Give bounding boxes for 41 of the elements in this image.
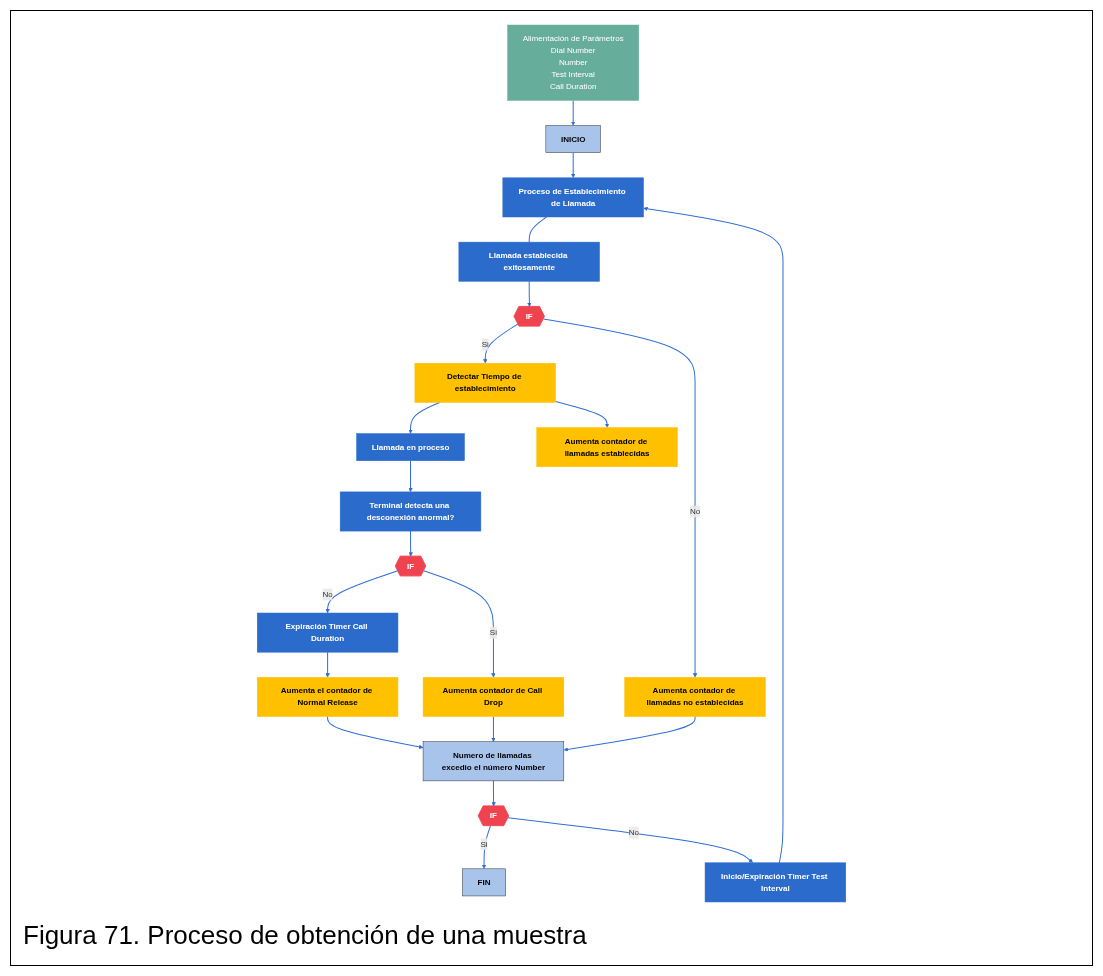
arrow bbox=[408, 401, 441, 434]
arrow bbox=[563, 716, 696, 752]
arrow bbox=[483, 323, 519, 364]
connector bbox=[528, 216, 547, 243]
node-box: Alimentación de Parámetros Dial Number Number Test Interval Call Duration bbox=[507, 24, 639, 101]
arrow bbox=[527, 280, 532, 307]
arrow bbox=[327, 716, 424, 750]
node-box: Numero de llamadas excedio el número Number bbox=[422, 741, 565, 782]
figure-caption: Figura 71. Proceso de obtención de una muestra bbox=[22, 919, 588, 952]
arrow bbox=[408, 460, 413, 493]
node-box: Inicio/Expiración Timer Test Interval bbox=[704, 862, 846, 903]
arrow bbox=[555, 400, 610, 428]
edge-label: Si bbox=[480, 839, 488, 849]
node-box: Llamada establecida exitosamente bbox=[458, 241, 600, 282]
arrow bbox=[491, 780, 496, 807]
node-box: FIN bbox=[462, 868, 506, 897]
node-box: INICIO bbox=[545, 125, 601, 153]
arrow bbox=[325, 651, 330, 678]
arrow bbox=[423, 570, 496, 678]
node-box: Aumenta el contador de Normal Release bbox=[257, 677, 399, 717]
edge-label: No bbox=[689, 506, 701, 516]
arrow bbox=[325, 570, 399, 614]
node-box: Proceso de Establecimiento de Llamada bbox=[502, 177, 644, 218]
arrow bbox=[507, 817, 754, 863]
arrow bbox=[491, 716, 496, 742]
node-box: Aumenta contador de Call Drop bbox=[422, 677, 565, 717]
node-box: Expiración Timer Call Duration bbox=[257, 612, 399, 653]
node-box: Aumenta contador de llamadas establecidas bbox=[536, 427, 678, 467]
arrow bbox=[542, 318, 698, 678]
edge-label: No bbox=[628, 828, 639, 837]
arrow bbox=[643, 206, 784, 864]
node-box: Detectar Tiempo de establecimiento bbox=[414, 363, 556, 403]
arrow bbox=[408, 530, 413, 557]
arrow bbox=[570, 152, 576, 178]
node-box: Terminal detecta una desconexión anormal? bbox=[339, 491, 482, 532]
arrow bbox=[570, 99, 576, 126]
edge-label: Si bbox=[481, 340, 489, 349]
node-box: Llamada en proceso bbox=[356, 433, 465, 461]
edge-label: No bbox=[322, 589, 333, 599]
edge-label: Si bbox=[489, 628, 498, 637]
node-box: Aumenta contador de llamadas no establecidas bbox=[624, 677, 766, 717]
